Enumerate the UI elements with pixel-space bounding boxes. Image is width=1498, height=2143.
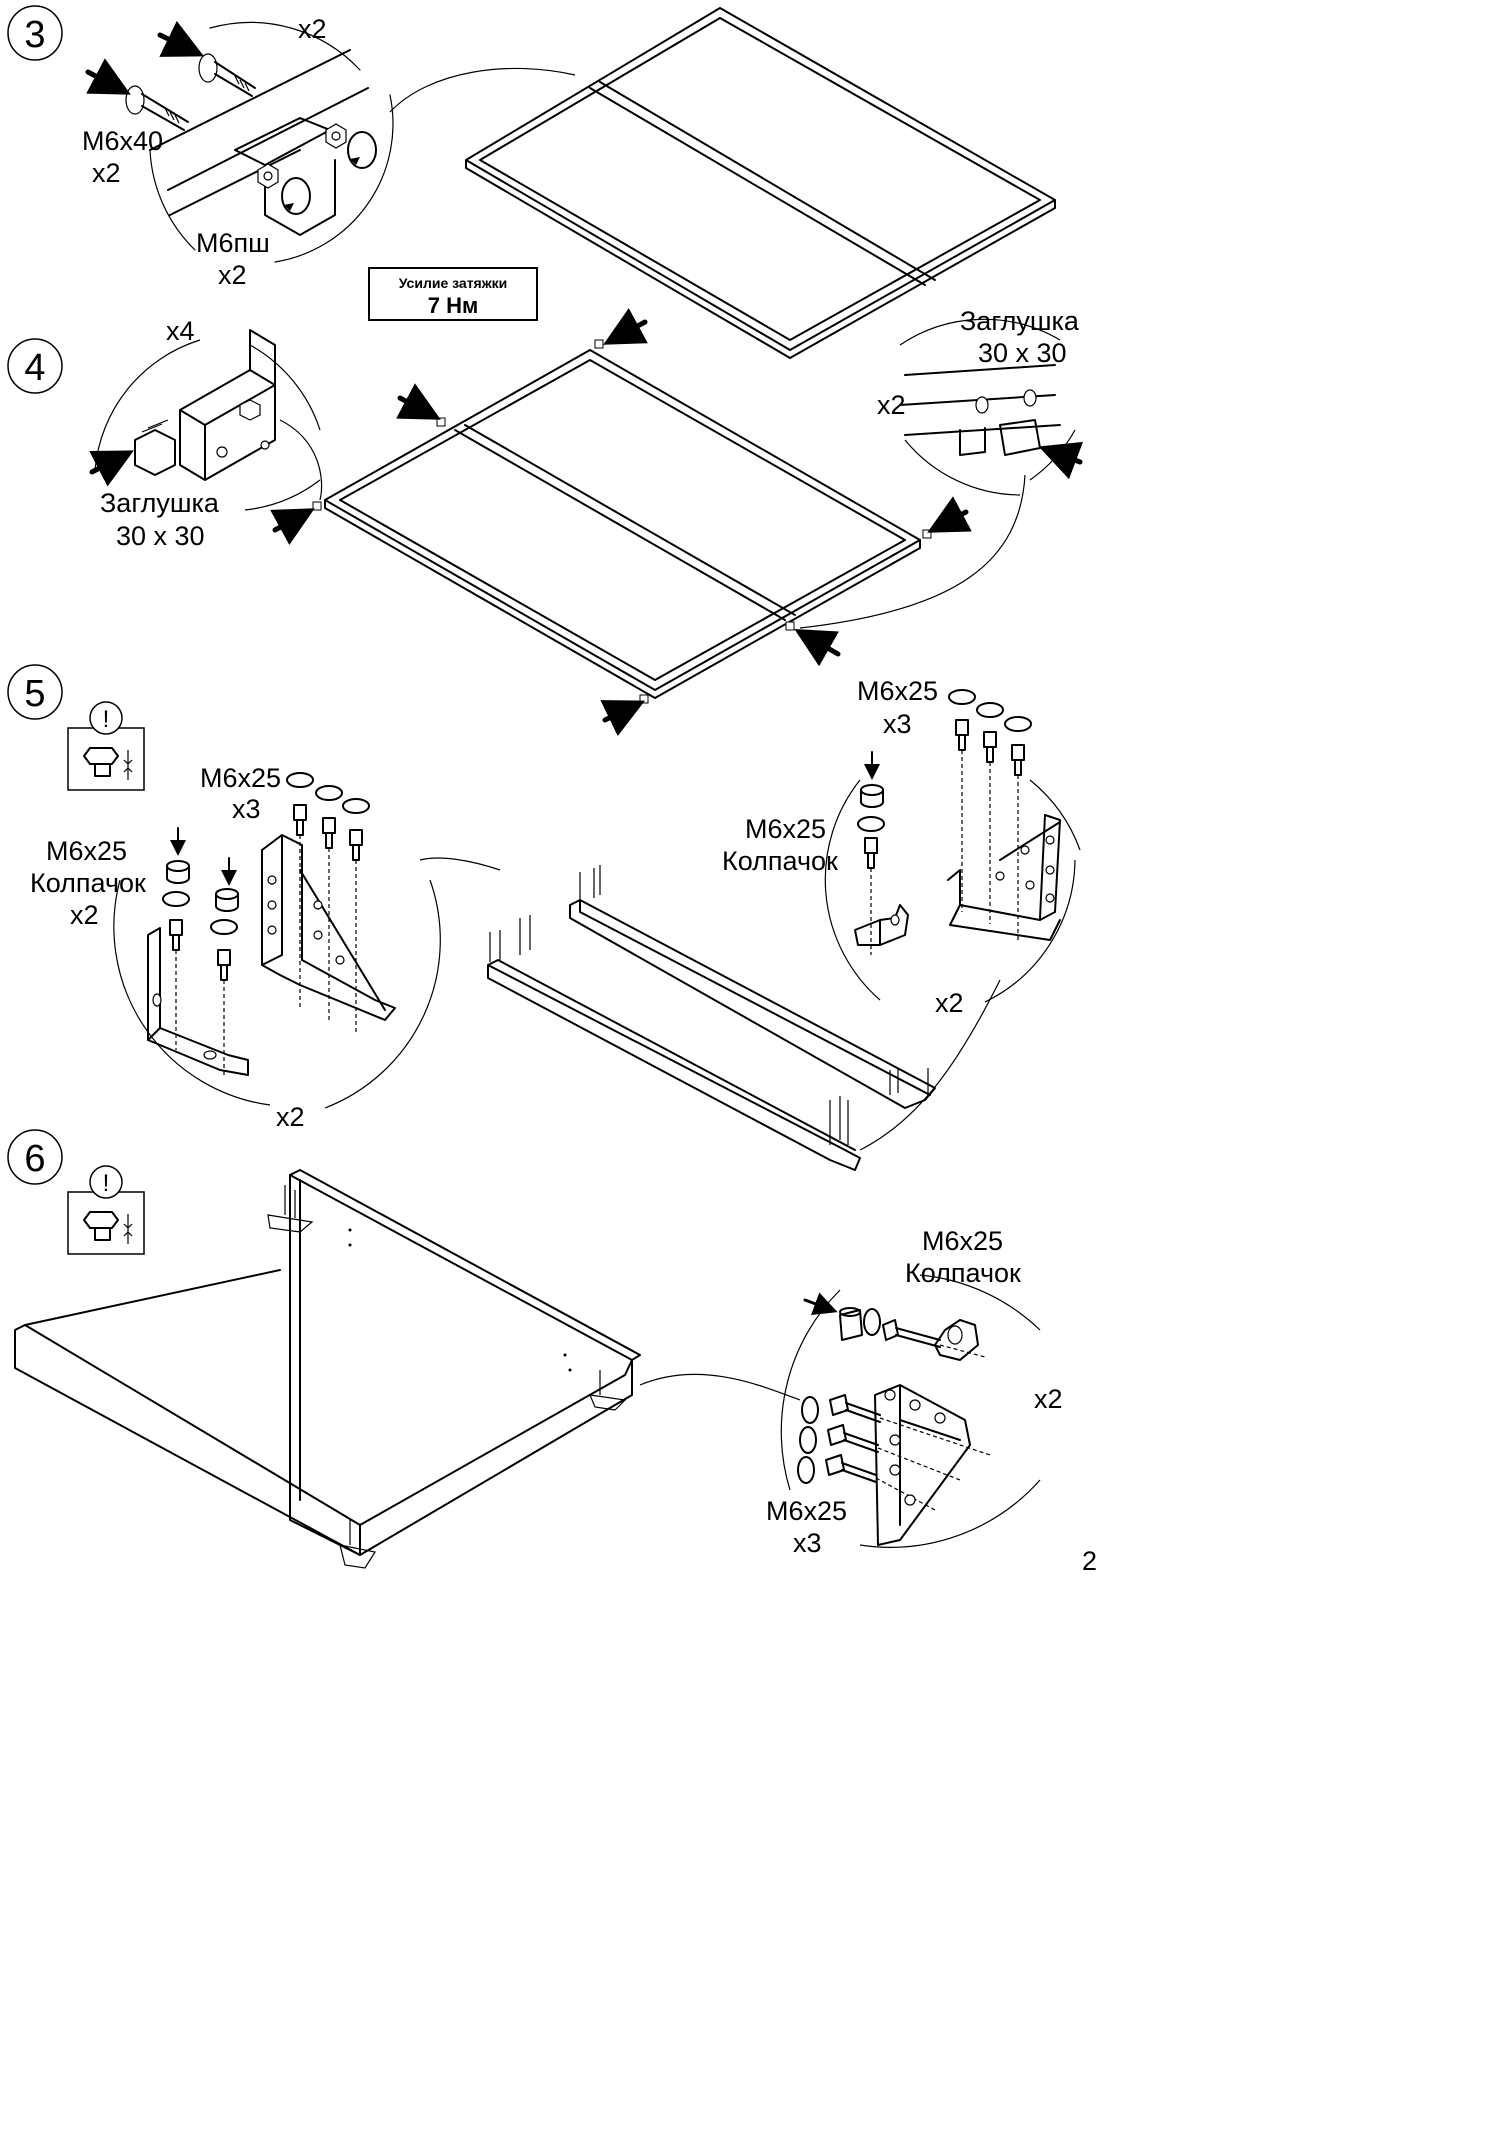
cap-bolt-label: M6x25 xyxy=(46,836,127,866)
step-5-left-detail xyxy=(113,772,501,1109)
bolt-m6x25 xyxy=(825,1319,991,1511)
bed-base xyxy=(14,1169,641,1569)
step-4-right-qty: x2 xyxy=(877,390,906,420)
cap-bolt-label: M6x25 xyxy=(922,1226,1003,1256)
insert-arrow xyxy=(1038,441,1084,480)
step-4-number: 4 xyxy=(24,347,45,389)
warning-icon: ! xyxy=(67,701,145,791)
step-3-detail xyxy=(85,20,394,263)
cap-label: Колпачок xyxy=(905,1258,1021,1288)
callout-line xyxy=(279,419,323,501)
bolt-m6x25-qty: x3 xyxy=(793,1528,822,1558)
step-5-right-detail xyxy=(824,689,1081,1003)
support-beams xyxy=(487,865,936,1171)
bolt-m6x25 xyxy=(864,719,1025,955)
torque-box-value: 7 Нм xyxy=(428,293,479,318)
warning-mark: ! xyxy=(103,706,110,733)
bolt-m6x40-qty: x2 xyxy=(92,158,121,188)
cap-nut xyxy=(860,784,884,808)
frame-step-3 xyxy=(465,7,1056,359)
l-bracket xyxy=(934,1319,979,1361)
step-6-right-detail xyxy=(780,1274,1041,1548)
step-6-badge xyxy=(7,1129,63,1185)
rotate-arrow-icon xyxy=(281,131,377,215)
callout-line xyxy=(859,979,1001,1151)
bolt-m6x40-upper xyxy=(198,53,256,97)
bolt-m6x25-qty: x3 xyxy=(232,794,261,824)
step-6-detail-qty: x2 xyxy=(1034,1384,1063,1414)
gusset-bracket xyxy=(261,834,396,1021)
insert-arrow xyxy=(89,450,134,487)
bracket xyxy=(234,117,336,236)
torque-box-title: Усилие затяжки xyxy=(399,275,508,291)
rotate-arrow-icon xyxy=(162,772,370,935)
bolt-m6x40-lower xyxy=(125,85,189,131)
torque-box: Усилие затяжки 7 Нм xyxy=(368,267,538,321)
rotate-arrow-icon xyxy=(797,1308,881,1484)
callout-line xyxy=(389,67,576,113)
nut-m6-label: M6пш xyxy=(196,228,270,258)
cap-30x30 xyxy=(999,419,1041,456)
warning-mark: ! xyxy=(103,1170,110,1197)
step-5-badge xyxy=(7,664,63,720)
l-bracket xyxy=(147,927,249,1076)
gusset-bracket xyxy=(947,814,1061,941)
cap-30x30 xyxy=(134,429,176,476)
cap-label: Колпачок xyxy=(30,868,146,898)
step-4-left-qty: x4 xyxy=(166,316,195,346)
frame-step-4 xyxy=(270,308,972,737)
cap-left-label: Заглушка xyxy=(100,488,220,518)
tube xyxy=(149,49,369,216)
assembly-diagram: 3 xyxy=(7,5,1097,1576)
cap-bolt-label: M6x25 xyxy=(745,814,826,844)
insert-arrow xyxy=(85,58,131,95)
step-6: 6 ! xyxy=(7,1129,1063,1569)
warning-icon: ! xyxy=(67,1165,145,1255)
step-5-right-detail-qty: x2 xyxy=(935,988,964,1018)
step-4-left-detail xyxy=(89,329,321,511)
page-number: 2 xyxy=(1082,1546,1097,1573)
nut-m6-qty: x2 xyxy=(218,260,247,290)
step-3-badge xyxy=(7,5,63,61)
insert-arrow xyxy=(157,20,204,57)
cap-left-size: 30 x 30 xyxy=(116,521,205,551)
step-5-number: 5 xyxy=(24,673,45,715)
cap-nut xyxy=(839,1309,863,1341)
step-4: 4 x4 Заглушка 30 x 30 xyxy=(7,306,1084,737)
step-3-detail-qty: x2 xyxy=(298,14,327,44)
insert-arrow xyxy=(270,308,972,737)
step-5: 5 ! xyxy=(7,664,1081,1171)
gusset-bracket xyxy=(874,1384,971,1546)
callout-line xyxy=(639,1373,801,1401)
step-3: 3 xyxy=(7,5,1056,359)
bolt-m6x25 xyxy=(169,804,363,1078)
insert-arrow xyxy=(803,1292,838,1316)
l-bracket xyxy=(854,904,909,946)
callout-line xyxy=(799,474,1026,629)
cap-nut xyxy=(166,860,239,912)
cap-right-size: 30 x 30 xyxy=(978,338,1067,368)
step-4-badge xyxy=(7,338,63,394)
cap-right-label: Заглушка xyxy=(960,306,1080,336)
nut-m6 xyxy=(257,123,347,189)
cap-label: Колпачок xyxy=(722,846,838,876)
step-3-number: 3 xyxy=(24,14,45,56)
step-4-right-detail xyxy=(899,318,1084,496)
bolt-m6x25-label: M6x25 xyxy=(857,676,938,706)
cap-qty: x2 xyxy=(70,900,99,930)
step-6-number: 6 xyxy=(24,1138,45,1180)
rotate-arrow-icon xyxy=(857,689,1032,832)
bolt-m6x25-label: M6x25 xyxy=(200,763,281,793)
step-5-left-detail-qty: x2 xyxy=(276,1102,305,1132)
bolt-m6x25-qty: x3 xyxy=(883,709,912,739)
bolt-m6x25-label: M6x25 xyxy=(766,1496,847,1526)
bolt-m6x40-label: M6x40 xyxy=(82,126,163,156)
